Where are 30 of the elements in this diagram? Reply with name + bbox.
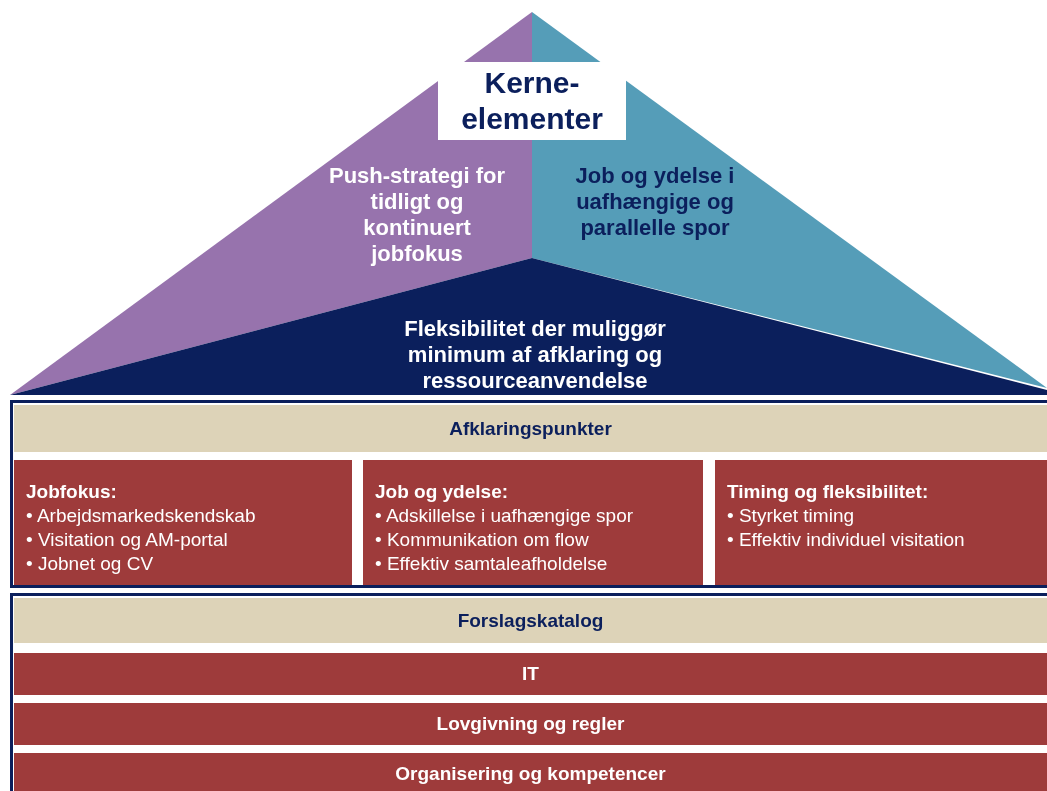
bullet-item: • Effektiv individuel visitation xyxy=(727,528,966,552)
band-label: Organisering og kompetencer xyxy=(395,763,666,785)
band-label: IT xyxy=(522,663,539,685)
band-label: Forslagskatalog xyxy=(457,609,604,632)
header-band xyxy=(14,703,1047,745)
card xyxy=(363,460,703,585)
card xyxy=(14,460,352,585)
bullet-item: • Visitation og AM-portal xyxy=(26,528,229,552)
band-label: Afklaringspunkter xyxy=(449,417,612,440)
section-label: Job og ydelse i uafhængige og parallelle spor xyxy=(574,163,736,241)
header-band xyxy=(14,405,1047,452)
bullet-item: • Adskillelse i uafhængige spor xyxy=(375,504,635,528)
bullet-item: • Styrket timing xyxy=(727,504,856,528)
bullet-item: • Kommunikation om flow xyxy=(375,528,590,552)
heading-label: Kerne-elementer xyxy=(438,62,626,140)
section-label: Push-strategi for tidligt og kontinuert jobfokus xyxy=(328,163,506,267)
card-heading: Timing og fleksibilitet: xyxy=(727,480,930,504)
header-band xyxy=(14,598,1047,643)
section-frame xyxy=(10,400,1047,588)
card xyxy=(715,460,1047,585)
card-heading: Job og ydelse: xyxy=(375,480,510,504)
band-label: Lovgivning og regler xyxy=(436,713,625,735)
header-band xyxy=(14,753,1047,791)
bullet-item: • Effektiv samtaleafholdelse xyxy=(375,552,609,576)
section-frame xyxy=(10,593,1047,791)
bullet-item: • Arbejdsmarkedskendskab xyxy=(26,504,257,528)
card-heading: Jobfokus: xyxy=(26,480,118,504)
bullet-item: • Jobnet og CV xyxy=(26,552,155,576)
header-band xyxy=(14,653,1047,695)
section-label: Fleksibilitet der muliggør minimum af afklaring og ressourceanvendelse xyxy=(403,316,667,394)
